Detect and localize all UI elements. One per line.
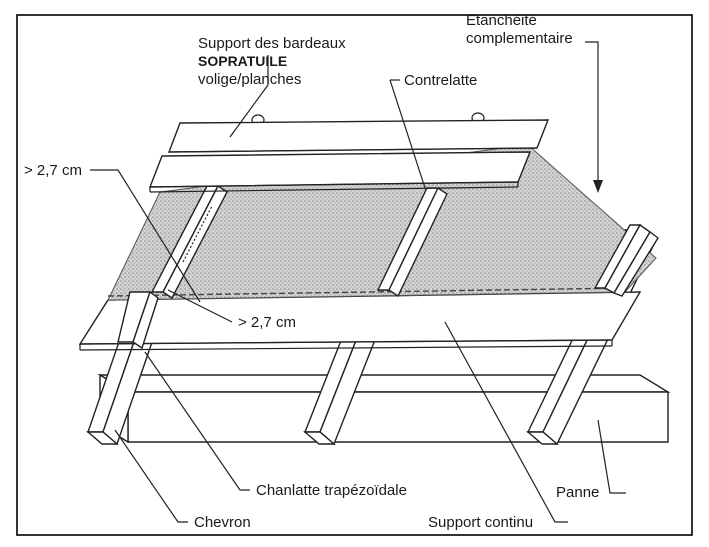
- label-etancheite-line2: complementaire: [466, 30, 573, 47]
- leader-panne: [597, 419, 626, 494]
- leader-chevron: [114, 429, 188, 523]
- contrelatte-middle: [376, 186, 448, 298]
- label-contrelatte: Contrelatte: [404, 72, 477, 89]
- dim-mid-leader: [167, 289, 233, 323]
- chanlatte: [117, 290, 159, 350]
- leader-etancheite: [585, 41, 599, 185]
- label-dim-mid: > 2,7 cm: [238, 314, 296, 331]
- label-dim-top: > 2,7 cm: [24, 162, 82, 179]
- label-support-line1: Support des bardeaux: [198, 35, 346, 52]
- leader-chanlatte: [144, 351, 250, 491]
- contrelatte-right: [593, 223, 659, 297]
- contrelatte-left: [150, 184, 228, 300]
- dim-top-leader: [117, 169, 201, 303]
- label-chanlatte: Chanlatte trapézoïdale: [256, 482, 407, 499]
- leader-support-2: [229, 84, 269, 138]
- membrane-seam: [107, 287, 629, 297]
- volige-boards: [148, 119, 550, 193]
- arrow-etancheite: [593, 180, 603, 193]
- leader-contrelatte-2: [389, 79, 426, 189]
- label-panne: Panne: [556, 484, 599, 501]
- label-chevron: Chevron: [194, 514, 251, 531]
- label-etancheite-line1: Etanchéité: [466, 12, 537, 29]
- label-support-continu: Support continu: [428, 514, 533, 531]
- label-support-line3: volige/planches: [198, 71, 301, 88]
- leader-support-continu: [444, 321, 568, 523]
- label-support-line2: SOPRATUILE: [198, 53, 287, 69]
